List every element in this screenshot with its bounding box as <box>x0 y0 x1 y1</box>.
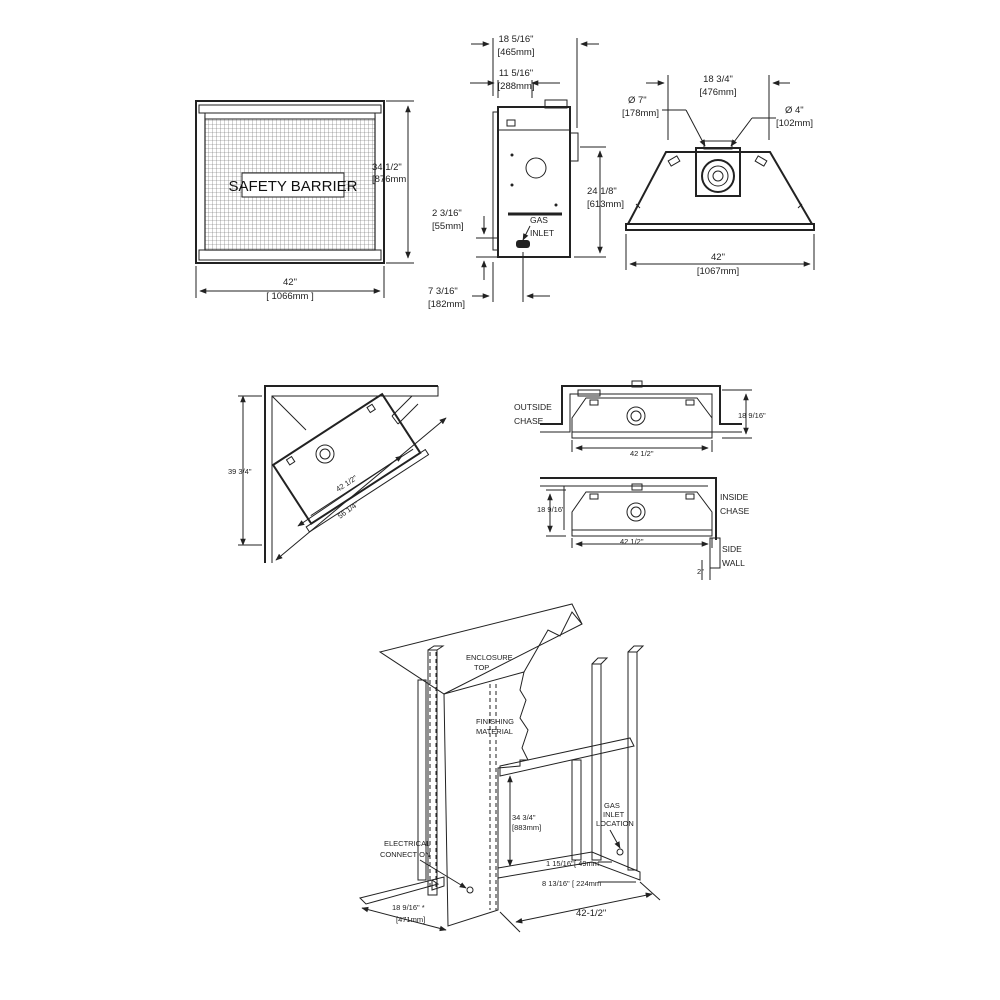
inside-side-wall-label-1: SIDE <box>722 544 742 554</box>
side-gas-depth-in: 7 3/16" <box>428 286 458 297</box>
corner-install: 39 3/4" 42 1/2" 56 1/4" <box>228 385 447 563</box>
framing-gas-offset-1-in: 1 15/16" <box>546 859 574 868</box>
framing-electrical-2: CONNECTION <box>380 850 430 859</box>
framing-gas-2: INLET <box>603 810 625 819</box>
inside-chase-label-1: INSIDE <box>720 492 749 502</box>
framing-view: GAS INLET LOCATION ELECTRICAL CONNECTION… <box>359 603 661 933</box>
side-gas-height-mm: [55mm] <box>432 221 464 232</box>
outside-chase-label-2: CHASE <box>514 416 544 426</box>
framing-height-mm: [883mm] <box>512 823 541 832</box>
front-height-in: 34 1/2" <box>372 162 402 173</box>
side-view: GAS INLET 18 5/16" [465mm] 11 5/16" [288… <box>428 34 624 310</box>
safety-barrier-label-box <box>241 172 345 198</box>
front-view: SAFETY BARRIER 34 1/2" [876mm 42" [ 1066… <box>195 100 414 302</box>
framing-enclosure-2: TOP <box>474 663 489 672</box>
front-width-mm: [ 1066mm ] <box>266 291 314 302</box>
inside-side-gap: 2" <box>697 567 704 576</box>
top-depth-mm: [476mm] <box>700 87 737 98</box>
front-width-in: 42" <box>283 277 297 288</box>
framing-width: 42-1/2" <box>576 908 606 919</box>
corner-wall-len: 39 3/4" <box>228 467 252 476</box>
side-depth-mm: [465mm] <box>498 47 535 58</box>
front-height-mm: [876mm <box>372 174 406 185</box>
side-vent-height-mm: [613mm] <box>587 199 624 210</box>
framing-height-in: 34 3/4" <box>512 813 536 822</box>
framing-enclosure-1: ENCLOSURE <box>466 653 513 662</box>
framing-depth-in: 18 9/16" * <box>392 903 425 912</box>
top-outer-flue-in: Ø 7" <box>628 95 647 106</box>
framing-depth-mm: [471mm] <box>396 915 425 924</box>
framing-electrical-1: ELECTRICAL <box>384 839 430 848</box>
framing-finishing-2: MATERIAL <box>476 727 513 736</box>
corner-diagonal: 56 1/4" <box>336 499 361 520</box>
framing-gas-offset-2-mm: [ 224mm <box>572 879 601 888</box>
framing-gas-offset-2-in: 8 13/16" <box>542 879 570 888</box>
inside-chase-width: 42 1/2" <box>620 537 644 546</box>
outside-chase-depth: 18 9/16" <box>738 411 766 420</box>
outside-chase: OUTSIDE CHASE 18 9/16" 42 1/2" <box>514 380 766 458</box>
framing-gas-3: LOCATION <box>596 819 634 828</box>
top-inner-flue-in: Ø 4" <box>785 105 804 116</box>
top-inner-flue-mm: [102mm] <box>776 118 813 129</box>
safety-barrier-label: SAFETY BARRIER <box>229 178 358 195</box>
side-body-depth-in: 11 5/16" <box>499 68 533 79</box>
side-gas-depth-mm: [182mm] <box>428 299 465 310</box>
side-gas-label-2: INLET <box>530 228 554 238</box>
side-depth-in: 18 5/16" <box>498 34 533 45</box>
inside-side-wall-label-2: WALL <box>722 558 745 568</box>
side-gas-height-in: 2 3/16" <box>432 208 462 219</box>
top-width-in: 42" <box>711 252 725 263</box>
outside-chase-label-1: OUTSIDE <box>514 402 552 412</box>
top-depth-in: 18 3/4" <box>703 74 733 85</box>
inside-chase: INSIDE CHASE SIDE WALL 18 9/16" 42 1/2" … <box>537 477 750 580</box>
top-view: 18 3/4" [476mm] Ø 7" [178mm] Ø 4" [102mm… <box>622 74 815 277</box>
framing-finishing-1: FINISHING <box>476 717 514 726</box>
inside-chase-depth: 18 9/16" <box>537 505 565 514</box>
side-body-depth-mm: [288mm] <box>498 81 535 92</box>
side-vent-height-in: 24 1/8" <box>587 186 617 197</box>
side-gas-label-1: GAS <box>530 215 548 225</box>
inside-chase-label-2: CHASE <box>720 506 750 516</box>
corner-front-width: 42 1/2" <box>334 473 359 494</box>
top-width-mm: [1067mm] <box>697 266 739 277</box>
top-outer-flue-mm: [178mm] <box>622 108 659 119</box>
framing-gas-offset-1-mm: [ 49mm <box>574 859 599 868</box>
outside-chase-width: 42 1/2" <box>630 449 654 458</box>
framing-gas-1: GAS <box>604 801 620 810</box>
